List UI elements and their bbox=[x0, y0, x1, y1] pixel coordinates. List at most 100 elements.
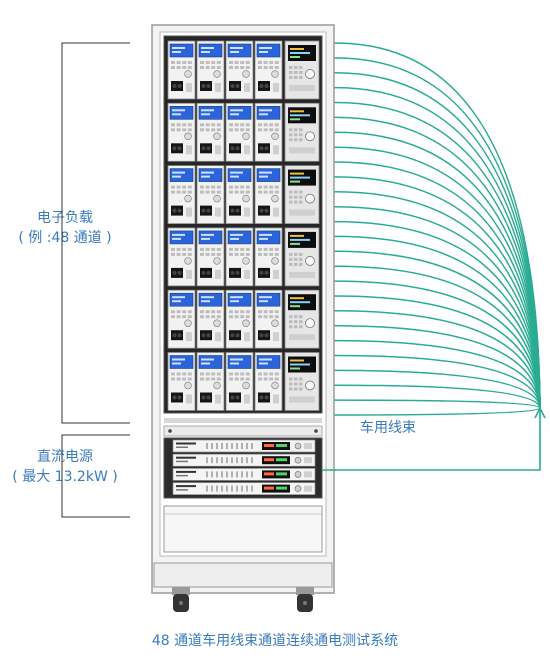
dc-power-unit-vent bbox=[231, 457, 233, 464]
load-mainframe-readout bbox=[290, 48, 304, 50]
load-mainframe-readout bbox=[290, 114, 310, 117]
dc-power-unit-vent bbox=[216, 471, 218, 478]
load-module-terminal-block bbox=[258, 205, 270, 216]
load-module-terminal-block bbox=[229, 267, 241, 278]
load-mainframe-key bbox=[299, 190, 303, 194]
caster-mount bbox=[172, 587, 190, 595]
load-module-button bbox=[274, 185, 279, 189]
load-module-button bbox=[211, 128, 216, 132]
load-mainframe-key bbox=[294, 320, 298, 324]
load-mainframe-knob bbox=[305, 193, 315, 204]
load-module-screen bbox=[198, 355, 223, 369]
load-module-button bbox=[240, 252, 245, 256]
load-module-button bbox=[274, 61, 279, 64]
load-module-port bbox=[215, 394, 221, 404]
load-module-button bbox=[269, 315, 274, 319]
dc-power-unit-logo bbox=[176, 442, 196, 445]
load-module-button bbox=[182, 185, 187, 189]
harness-wire bbox=[334, 42, 541, 409]
load-module-button bbox=[205, 185, 210, 189]
load-mainframe-readout bbox=[290, 110, 304, 113]
harness-wire bbox=[334, 407, 541, 416]
load-mainframe-keypad bbox=[289, 147, 315, 154]
load-mainframe-key bbox=[299, 138, 303, 142]
load-module-button bbox=[263, 128, 268, 132]
load-module-button bbox=[240, 315, 245, 319]
caster-mount bbox=[296, 587, 314, 595]
load-mainframe-key bbox=[289, 387, 293, 391]
load-module-terminal bbox=[177, 333, 182, 338]
load-module-readout bbox=[201, 300, 210, 303]
load-module-button bbox=[176, 123, 181, 127]
load-module-knob bbox=[213, 70, 221, 78]
load-module-button bbox=[216, 252, 221, 256]
load-module-button bbox=[187, 372, 192, 376]
load-module-button bbox=[229, 315, 233, 319]
load-module-port bbox=[215, 269, 221, 279]
load-module-button bbox=[171, 252, 175, 256]
dc-power-unit-model bbox=[176, 474, 188, 477]
load-module-button bbox=[216, 185, 221, 189]
load-mainframe-key bbox=[299, 315, 303, 319]
load-module-readout bbox=[259, 51, 268, 53]
load-module-readout bbox=[201, 109, 214, 112]
load-module-button bbox=[200, 252, 204, 256]
load-mainframe-key bbox=[294, 195, 298, 199]
load-module-button bbox=[187, 252, 192, 256]
load-mainframe-key bbox=[289, 133, 293, 137]
load-mainframe-key bbox=[299, 252, 303, 256]
load-mainframe-key bbox=[299, 195, 303, 199]
load-module-button bbox=[229, 66, 233, 69]
load-module-knob bbox=[213, 194, 221, 203]
load-module-terminal bbox=[177, 84, 182, 88]
dc-power-unit-vent bbox=[211, 471, 213, 478]
load-module-port bbox=[244, 145, 250, 155]
load-module-button bbox=[274, 310, 279, 314]
load-module-button bbox=[211, 190, 216, 194]
load-module-button bbox=[205, 123, 210, 127]
load-mainframe-key bbox=[299, 71, 303, 74]
dc-power-unit bbox=[172, 468, 316, 481]
load-module-button bbox=[263, 185, 268, 189]
load-module-button bbox=[205, 372, 210, 376]
load-module-terminal-block bbox=[171, 81, 183, 91]
load-module-button bbox=[240, 61, 245, 64]
power-return-wire bbox=[322, 410, 541, 471]
load-mainframe-key bbox=[289, 128, 293, 132]
load-module-button bbox=[211, 315, 216, 319]
dc-power-unit-model bbox=[176, 489, 188, 491]
load-mainframe-key bbox=[299, 257, 303, 261]
load-module-button bbox=[182, 310, 187, 314]
load-module-terminal-block bbox=[229, 205, 241, 216]
dc-power-unit-vent bbox=[236, 471, 238, 478]
load-mainframe-key bbox=[289, 200, 293, 204]
load-mainframe-key bbox=[294, 138, 298, 142]
load-mainframe-key bbox=[294, 200, 298, 204]
load-module-terminal-block bbox=[200, 267, 212, 278]
dc-power-unit-readout bbox=[276, 444, 287, 447]
load-module-terminal bbox=[230, 395, 235, 400]
load-module-terminal bbox=[201, 146, 206, 151]
harness-wire bbox=[334, 280, 541, 409]
load-module-button bbox=[200, 190, 204, 194]
load-mainframe-knob bbox=[305, 69, 315, 79]
load-module-readout bbox=[201, 175, 210, 178]
load-module-terminal-block bbox=[229, 143, 241, 154]
load-module-button bbox=[216, 123, 221, 127]
load-module-port bbox=[186, 207, 192, 217]
load-module-button bbox=[211, 377, 216, 381]
load-module-button bbox=[240, 372, 245, 376]
load-module-port bbox=[273, 332, 279, 342]
load-module-button bbox=[205, 247, 210, 251]
load-module-terminal bbox=[172, 84, 177, 88]
load-module-button bbox=[258, 252, 262, 256]
dc-power-unit-vent bbox=[226, 485, 228, 492]
load-mainframe-key bbox=[299, 133, 303, 137]
load-mainframe-keypad bbox=[289, 334, 315, 341]
dc-power-unit-vent bbox=[246, 471, 248, 478]
load-module-button bbox=[274, 247, 279, 251]
dc-power-unit-vent bbox=[241, 485, 243, 492]
load-mainframe-key bbox=[294, 387, 298, 391]
harness-wire bbox=[334, 116, 541, 409]
load-module-port bbox=[273, 394, 279, 404]
